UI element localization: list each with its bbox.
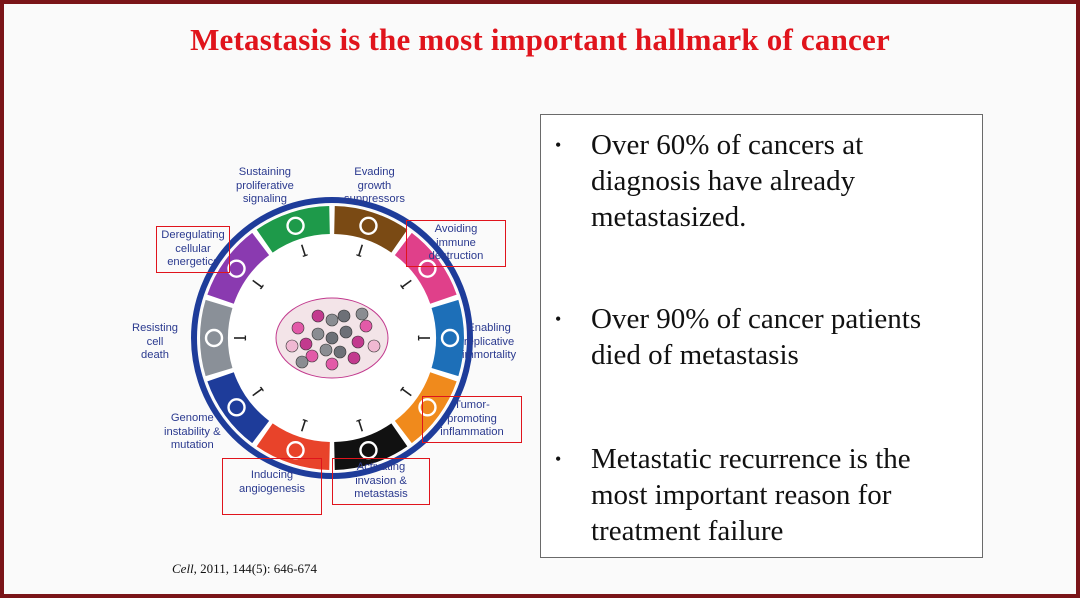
cell — [355, 307, 369, 321]
cell — [337, 309, 351, 323]
segment-evading — [334, 206, 408, 253]
cell — [299, 337, 313, 351]
cell — [359, 319, 373, 333]
prohibited-icon — [359, 216, 378, 235]
bullet-text: Metastatic recurrence is the most import… — [591, 443, 911, 547]
segment-genome — [207, 372, 270, 444]
segment-deregulating — [207, 232, 270, 304]
infinity-icon — [440, 328, 460, 348]
pacman-icon — [418, 259, 437, 278]
cell — [305, 349, 319, 363]
bullet-text: Over 90% of cancer patients died of meta… — [591, 303, 922, 371]
cell — [325, 357, 339, 371]
cell — [339, 325, 353, 339]
flame-icon — [418, 398, 437, 417]
atom-icon — [227, 259, 246, 278]
cell — [291, 321, 305, 335]
cell — [319, 343, 333, 357]
citation: Cell, 2011, 144(5): 646-674 — [172, 561, 318, 576]
cell — [325, 331, 339, 345]
segment-resisting — [200, 299, 233, 377]
bullet-box: • Over 60% of cancers at diagnosis have … — [540, 114, 983, 558]
cell — [325, 313, 339, 327]
bullet-dot: • — [555, 135, 562, 155]
segment-enabling — [431, 299, 465, 377]
cross-icon — [204, 328, 224, 348]
dna-icon — [227, 398, 246, 417]
cell — [367, 339, 381, 353]
cell — [351, 335, 365, 349]
bullet-text: Over 60% of cancers at diagnosis have al… — [591, 129, 864, 233]
slide: Metastasis is the most important hallmar… — [4, 4, 1076, 594]
segment-avoiding — [394, 232, 457, 304]
cell — [333, 345, 347, 359]
cell — [347, 351, 361, 365]
cell — [311, 327, 325, 341]
segment-sustaining — [256, 206, 330, 253]
cell — [295, 355, 309, 369]
bullet-dot: • — [555, 309, 562, 329]
segment-tumor — [394, 372, 457, 444]
bullet-dot: • — [555, 449, 562, 469]
arrow-icon — [286, 216, 305, 235]
hallmarks-wheel — [191, 197, 473, 479]
cell — [311, 309, 325, 323]
slide-title: Metastasis is the most important hallmar… — [190, 22, 890, 57]
cell — [285, 339, 299, 353]
